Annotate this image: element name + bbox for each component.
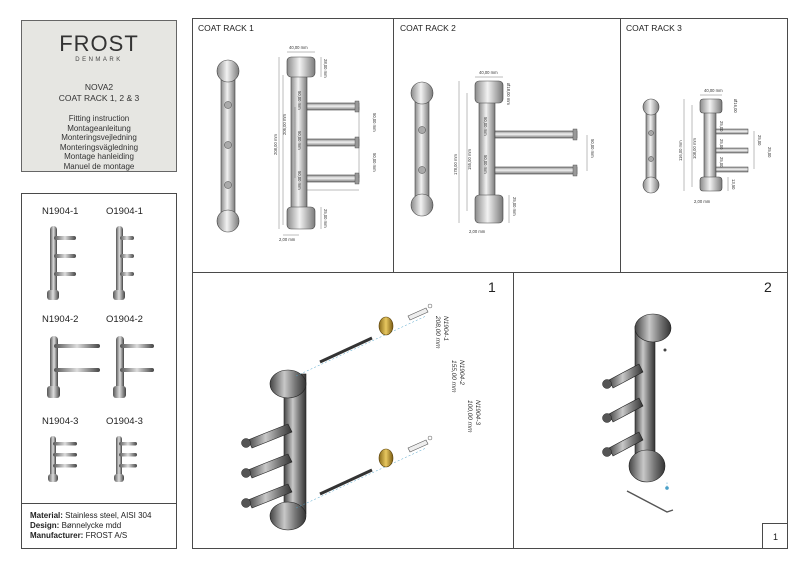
spec-material: Material: Stainless steel, AISI 304	[30, 511, 151, 520]
rack1-drawing: 40,00 mm 28,00 mm 50,00 mm 50,00 mm 50,0…	[216, 45, 377, 242]
instruction-fr: Manuel de montage	[63, 161, 135, 171]
r2-dim-height-inner: 155,00 mm	[467, 149, 472, 170]
product-label-n1904-2: N1904-2	[42, 314, 79, 325]
r3-dim-spacing-c: 25,00	[719, 157, 724, 168]
r3-dim-spacing-a: 25,00	[719, 121, 724, 132]
r3-dim-width: 40,00 mm	[704, 88, 723, 93]
r2-dim-gap: 2,00 mm	[469, 229, 486, 234]
mount-dim-n1904-3: 100,00 mm	[466, 400, 473, 433]
r3-dim-diameter: Ø16,00	[733, 99, 738, 113]
mount-label-n1904-3: N1904-3	[474, 400, 481, 425]
r2-dim-diameter: Ø18,00 mm	[506, 83, 511, 105]
product-image-n1904-2	[47, 336, 100, 398]
r1-dim-spacing-a: 50,00 mm	[297, 91, 302, 110]
rack2-drawing: 40,00 mm Ø18,00 mm 50,00 mm 50,00 mm 155…	[410, 70, 595, 234]
r2-dim-height-total: 178,00 mm	[453, 154, 458, 175]
r1-dim-hook-spacing-1: 50,00 mm	[372, 113, 377, 132]
step-number-1: 1	[488, 279, 496, 295]
divider-horizontal	[192, 272, 788, 273]
model-line-2: COAT RACK 1, 2 & 3	[58, 93, 140, 103]
r1-dim-top: 28,00 mm	[323, 59, 328, 78]
instruction-se: Monteringsvägledning	[59, 142, 139, 152]
instruction-titles: Fitting instruction Montageanleitung Mon…	[22, 114, 176, 172]
spec-design-value: Bønnelycke mdd	[61, 521, 122, 530]
r1-dim-width: 40,00 mm	[289, 45, 308, 50]
instruction-dk: Monteringsvejledning	[61, 133, 137, 143]
r3-dim-height-total: 116,00 mm	[678, 140, 683, 161]
r3-dim-hook-spacing-2: 25,00	[767, 147, 772, 158]
r3-dim-gap: 2,00 mm	[694, 199, 711, 204]
brand-subtitle: DENMARK	[75, 57, 123, 63]
r3-dim-spacing-b: 25,00	[719, 139, 724, 150]
spec-manufacturer-value: FROST A/S	[85, 531, 128, 540]
r1-dim-height-total: 208,00 mm	[273, 134, 278, 155]
model-name: NOVA2 COAT RACK 1, 2 & 3	[22, 82, 176, 104]
r2-dim-bottom: 25,00 mm	[512, 197, 517, 216]
step-number-2: 2	[764, 279, 772, 295]
r3-dim-hook-spacing-1: 25,00	[757, 135, 762, 146]
spec-material-value: Stainless steel, AISI 304	[65, 511, 152, 520]
spec-design-label: Design:	[30, 521, 60, 530]
r2-dim-spacing-b: 50,00 mm	[483, 155, 488, 174]
mount-label-n1904-2: N1904-2	[458, 360, 465, 385]
instruction-en: Fitting instruction	[68, 114, 130, 123]
r1-dim-spacing-b: 50,00 mm	[297, 131, 302, 150]
product-image-o1904-3	[114, 436, 137, 482]
r1-dim-gap: 2,00 mm	[279, 237, 296, 242]
mount-dim-n1904-2: 155,00 mm	[450, 360, 457, 393]
mount-label-n1904-1: N1904-1	[442, 316, 449, 341]
product-box: N1904-1 O1904-1 N1904-2 O1904-2 N1904-3 …	[21, 193, 177, 549]
spec-material-label: Material:	[30, 511, 63, 520]
title-box: FROST DENMARK NOVA2 COAT RACK 1, 2 & 3 F…	[21, 20, 177, 172]
r1-dim-spacing-c: 50,00 mm	[297, 171, 302, 190]
r1-dim-hook-spacing-2: 50,00 mm	[372, 153, 377, 172]
product-image-n1904-3	[48, 436, 77, 482]
brand-logo: FROST	[59, 31, 139, 56]
r3-dim-bottom: 13,50	[731, 179, 736, 190]
divider-rack2-rack3	[620, 18, 621, 272]
panel-title-rack1: COAT RACK 1	[198, 23, 254, 33]
r2-dim-width: 40,00 mm	[479, 70, 498, 75]
spec-design: Design: Bønnelycke mdd	[30, 521, 121, 530]
mount-dim-n1904-1: 208,00 mm	[434, 315, 441, 349]
page-number: 1	[762, 523, 788, 549]
product-image-n1904-1	[47, 226, 76, 300]
product-label-o1904-1: O1904-1	[106, 206, 143, 217]
instruction-de: Montageanleitung	[67, 123, 131, 133]
divider-step1-step2	[513, 272, 514, 549]
panel-title-rack3: COAT RACK 3	[626, 23, 682, 33]
step1-mounting-illustration: N1904-1 208,00 mm N1904-2 155,00 mm N190…	[241, 303, 481, 531]
spec-divider	[22, 503, 176, 504]
product-label-o1904-3: O1904-3	[106, 416, 143, 427]
panel-title-rack2: COAT RACK 2	[400, 23, 456, 33]
product-label-o1904-2: O1904-2	[106, 314, 143, 325]
product-image-o1904-1	[113, 226, 134, 300]
divider-rack1-rack2	[393, 18, 394, 272]
instruction-nl: Montage hanleiding	[64, 152, 134, 162]
r2-dim-spacing-a: 50,00 mm	[483, 117, 488, 136]
step2-assembled-illustration	[602, 313, 674, 513]
model-line-1: NOVA2	[84, 82, 114, 92]
r1-dim-height-inner: 206,00 mm	[282, 114, 287, 135]
r2-dim-hook-spacing: 50,00 mm	[590, 139, 595, 158]
product-image-o1904-2	[113, 336, 154, 398]
rack3-drawing: 40,00 mm Ø16,00 25,00 25,00 25,00 108,00…	[642, 88, 772, 204]
r3-dim-height-inner: 108,00 mm	[692, 138, 697, 159]
r1-dim-bottom: 25,00 mm	[323, 209, 328, 228]
product-label-n1904-1: N1904-1	[42, 206, 79, 217]
spec-manufacturer: Manufacturer: FROST A/S	[30, 531, 127, 540]
spec-manufacturer-label: Manufacturer:	[30, 531, 84, 540]
product-label-n1904-3: N1904-3	[42, 416, 79, 427]
